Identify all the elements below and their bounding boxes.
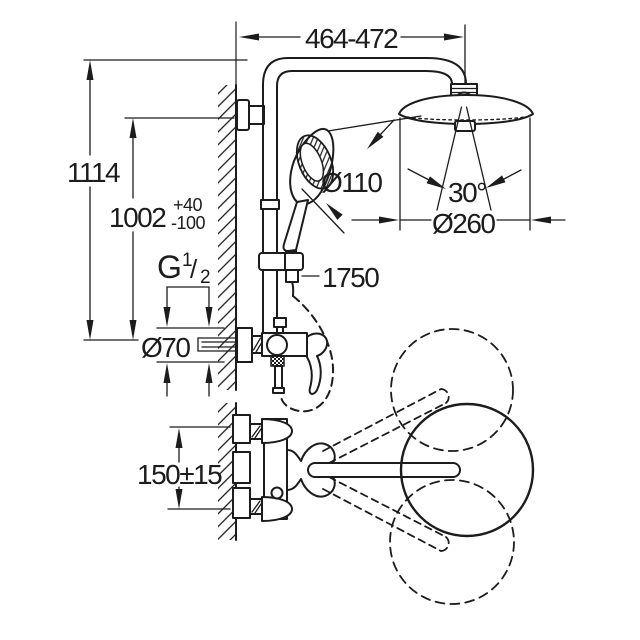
mixer-side-view	[197, 317, 329, 395]
top-view-plate-upper	[232, 414, 251, 444]
swing-circle-down	[389, 479, 515, 605]
head-shower-dome	[398, 94, 534, 125]
spray-face-nozzles	[406, 116, 526, 121]
rail-holder	[258, 252, 304, 271]
dim-escutcheon-diameter: Ø70	[141, 327, 225, 397]
dim-spray-angle: 30°	[407, 168, 522, 208]
dim-hand-shower-diameter: Ø110	[301, 115, 422, 234]
lever-rod-top-view	[307, 462, 461, 478]
dim-hose-length: 1750	[301, 262, 381, 293]
nut-hatch	[254, 503, 262, 514]
dim-hand-shower-label: Ø110	[321, 167, 382, 198]
rail-collar	[260, 199, 280, 210]
nut-hatch	[251, 425, 261, 438]
swing-rod-up-tip	[440, 388, 450, 404]
top-view-plate-lower	[232, 487, 251, 519]
escutcheon	[236, 327, 253, 363]
nut-hatch	[251, 500, 261, 513]
dim-mixer-height-tol-minus: -100	[171, 213, 206, 233]
swing-circle-up	[390, 328, 514, 452]
dim-thread-slash: /	[190, 254, 198, 284]
wall-hatch-lower	[218, 403, 236, 540]
diverter-stem	[276, 326, 284, 334]
hose-loop-dashed	[279, 295, 335, 413]
dim-head-shower-label: Ø260	[432, 208, 495, 239]
shower-hose	[279, 281, 335, 413]
wall-bracket-plate	[236, 99, 250, 131]
hose-connector	[285, 269, 299, 283]
dim-total-height-label: 1114	[67, 157, 120, 188]
nut-hatch	[252, 337, 262, 351]
swing-rod-up	[328, 402, 447, 464]
dim-hose-length-label: 1750	[322, 262, 379, 293]
mixer-ball	[266, 334, 288, 356]
swing-rod-down	[322, 488, 442, 552]
hand-shower	[258, 127, 335, 283]
dim-supply-spacing: 150±15	[137, 426, 231, 510]
hose-start	[291, 281, 295, 297]
lever-knob-circle	[399, 402, 535, 538]
dim-top-width: 464-472	[239, 23, 464, 54]
mixer-lever-side	[306, 332, 329, 395]
top-view-screw	[270, 486, 284, 500]
dim-head-shower-diameter: Ø260	[351, 117, 566, 239]
dim-escutcheon-label: Ø70	[141, 332, 190, 363]
diverter-knob	[273, 317, 287, 328]
hose-outlet-stem	[274, 365, 283, 389]
riser-rail	[236, 84, 280, 334]
dim-supply-spacing-label: 150±15	[137, 459, 222, 490]
hose-outlet-foot	[272, 387, 285, 394]
nut-hatch	[254, 428, 262, 439]
top-view-plate-middle	[232, 451, 251, 484]
head-shower	[398, 24, 534, 211]
dim-thread-letter: G	[157, 249, 182, 285]
dim-mixer-height: 1002 +40 -100	[109, 117, 235, 340]
dim-thread: G 1 / 2	[157, 249, 213, 327]
shower-arm-pipe	[262, 57, 467, 87]
dim-total-height: 1114	[67, 59, 248, 341]
dim-top-width-label: 464-472	[305, 23, 398, 54]
dim-spray-angle-label: 30°	[448, 177, 486, 208]
supply-nipple	[197, 337, 241, 352]
swing-rod-up	[322, 388, 442, 452]
dim-thread-denominator: 2	[200, 267, 211, 288]
dim-mixer-height-label: 1002	[109, 202, 166, 233]
hand-shower-handle	[282, 199, 309, 252]
wall-hatch-upper	[218, 85, 236, 390]
dim-thread-numerator: 1	[182, 250, 193, 271]
spray-cone-right-line	[465, 106, 492, 211]
arm-outer-line	[262, 57, 467, 87]
nut-hatch	[255, 342, 263, 353]
aerator-grid	[270, 355, 285, 367]
wall-bracket-arm	[248, 105, 265, 125]
hand-shower-face	[295, 134, 335, 190]
lever-swing-range	[322, 328, 515, 605]
mixer-top-view	[232, 402, 535, 538]
top-view-dome-upper	[261, 418, 293, 444]
dim-mixer-height-tol-plus: +40	[173, 195, 203, 215]
swing-rod-down	[328, 476, 447, 538]
spray-cone-left-line	[436, 106, 463, 211]
arm-inner-line	[276, 70, 453, 87]
swing-rod-down-tip	[440, 536, 450, 552]
